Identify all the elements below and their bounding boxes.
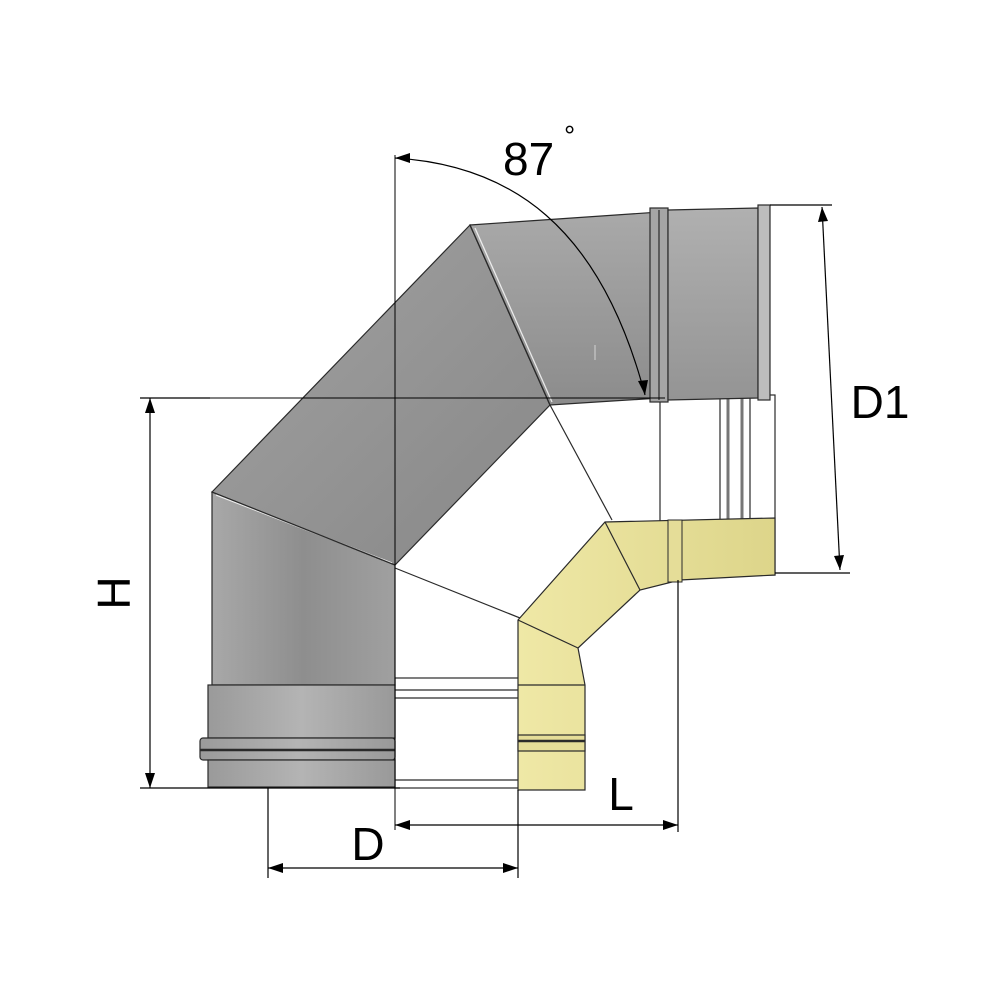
dimension-L: L xyxy=(395,580,679,832)
dimension-H: H xyxy=(88,397,400,789)
dimension-D-label: D xyxy=(351,818,384,870)
angle-unit: ° xyxy=(564,120,575,151)
dimension-D1-label: D1 xyxy=(851,376,910,428)
dimension-D: D xyxy=(267,788,519,878)
insulation-layer xyxy=(517,517,776,791)
insulation-bottom-bead xyxy=(517,734,586,752)
inner-pipe-bottom-socket xyxy=(394,677,521,789)
dimension-L-label: L xyxy=(608,768,634,820)
angle-dimension: 87 ° xyxy=(394,120,648,396)
dimension-H-label: H xyxy=(88,576,140,609)
insulation-seam-ring xyxy=(667,519,683,583)
construction-lines xyxy=(140,155,665,830)
inner-pipe-window xyxy=(719,394,751,526)
outer-shell-right-lip xyxy=(757,204,771,401)
angle-label: 87 xyxy=(503,133,554,185)
outer-shell-right-socket xyxy=(667,207,759,401)
outer-shell-bottom-socket xyxy=(199,684,396,788)
outer-shell xyxy=(199,204,771,788)
dimension-D1: D1 xyxy=(770,204,910,574)
